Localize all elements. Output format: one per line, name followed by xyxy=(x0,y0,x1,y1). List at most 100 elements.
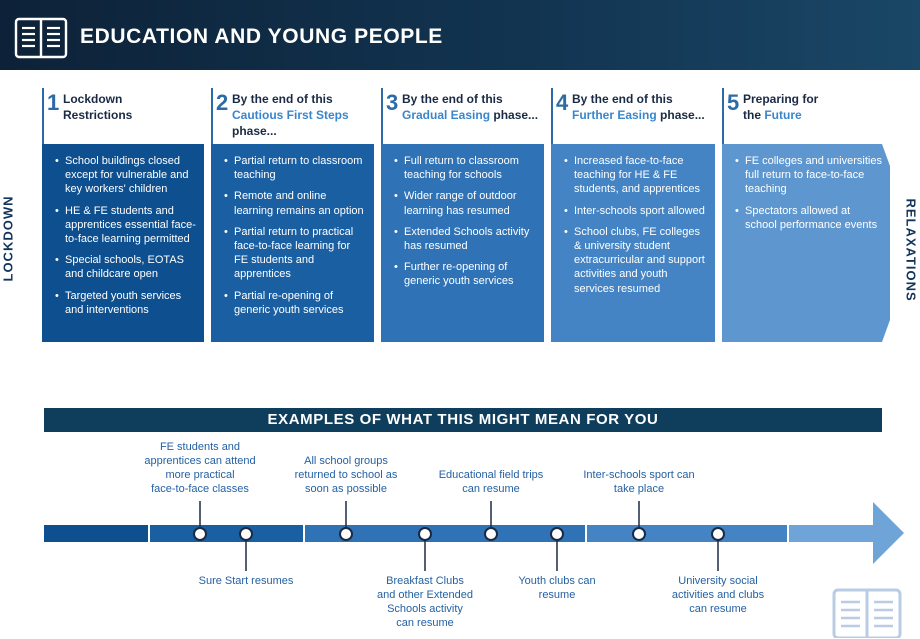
label-line: soon as possible xyxy=(305,483,387,495)
phase-1-box: School buildings closed except for vulne… xyxy=(42,144,204,342)
list-item: Partial return to practical face-to-face… xyxy=(224,225,366,282)
arrow-head xyxy=(873,502,904,564)
timeline-segment xyxy=(305,525,585,542)
label-line: can resume xyxy=(689,603,747,615)
phase-3-box: Full return to classroom teaching for sc… xyxy=(381,144,544,342)
example-above-3: Educational field trips can resume xyxy=(421,468,561,496)
timeline-marker xyxy=(193,527,207,541)
phase-4-list: Increased face-to-face teaching for HE &… xyxy=(551,144,715,296)
label-line: resume xyxy=(538,589,576,601)
phase-3-list: Full return to classroom teaching for sc… xyxy=(381,144,544,289)
label-line: can resume xyxy=(462,483,520,495)
page-title: EDUCATION AND YOUNG PEOPLE xyxy=(80,25,443,48)
list-item: School clubs, FE colleges & university s… xyxy=(564,225,707,296)
list-item: Further re-opening of generic youth serv… xyxy=(394,260,536,288)
timeline-segment xyxy=(150,525,303,542)
heading-line: phase... xyxy=(493,108,539,122)
phase-4-heading: 4 By the end of this Further Easing phas… xyxy=(551,88,715,144)
label-line: Youth clubs can xyxy=(518,575,596,587)
list-item: Remote and online learning remains an op… xyxy=(224,189,366,217)
timeline-marker xyxy=(239,527,253,541)
list-item: Targeted youth services and intervention… xyxy=(55,289,196,317)
label-line: University social xyxy=(678,575,758,587)
label-line: apprentices can attend xyxy=(144,455,256,467)
label-line: All school groups xyxy=(304,455,388,467)
phase-4-box: Increased face-to-face teaching for HE &… xyxy=(551,144,715,342)
timeline-segment xyxy=(587,525,787,542)
label-line: Schools activity xyxy=(387,603,463,615)
list-item: Special schools, EOTAS and childcare ope… xyxy=(55,253,196,281)
label-line: face-to-face classes xyxy=(151,483,249,495)
timeline-marker xyxy=(484,527,498,541)
book-icon xyxy=(14,17,68,59)
header-banner: EDUCATION AND YOUNG PEOPLE xyxy=(0,0,920,70)
phase-2-heading: 2 By the end of this Cautious First Step… xyxy=(211,88,374,144)
timeline-marker xyxy=(418,527,432,541)
heading-line: By the end of this xyxy=(572,92,673,106)
phase-5-box: FE colleges and universities full return… xyxy=(722,144,890,342)
label-line: FE students and xyxy=(159,441,241,453)
example-below-2: Breakfast Clubs and other Extended Schoo… xyxy=(360,574,490,630)
phase-number: 5 xyxy=(727,90,740,115)
label-line: take place xyxy=(613,483,665,495)
phase-heading-text: By the end of this Gradual Easing phase.… xyxy=(402,91,538,123)
timeline-marker xyxy=(339,527,353,541)
phase-heading-text: Lockdown Restrictions xyxy=(63,91,132,123)
heading-line: phase... xyxy=(660,108,705,122)
lockdown-label: LOCKDOWN xyxy=(0,195,16,282)
list-item: Extended Schools activity has resumed xyxy=(394,225,536,253)
label-line: returned to school as xyxy=(294,469,398,481)
phase-1-heading: 1 Lockdown Restrictions xyxy=(42,88,204,144)
timeline-marker xyxy=(550,527,564,541)
list-item: Wider range of outdoor learning has resu… xyxy=(394,189,536,217)
example-above-1: FE students and apprentices can attend m… xyxy=(130,440,270,496)
phase-5-heading: 5 Preparing for the Future xyxy=(722,88,882,144)
phase-name-highlight: Further Easing xyxy=(572,108,657,122)
list-item: Full return to classroom teaching for sc… xyxy=(394,154,536,182)
phase-heading-text: By the end of this Further Easing phase.… xyxy=(572,91,705,123)
heading-line: the xyxy=(743,108,761,122)
phase-name-highlight: Gradual Easing xyxy=(402,108,491,122)
label-line: Sure Start resumes xyxy=(198,575,294,587)
label-line: Inter-schools sport can xyxy=(583,469,695,481)
phase-number: 4 xyxy=(556,90,569,115)
example-below-4: University social activities and clubs c… xyxy=(653,574,783,616)
label-line: more practical xyxy=(165,469,235,481)
label-line: activities and clubs xyxy=(671,589,765,601)
phase-number: 3 xyxy=(386,90,399,115)
list-item: School buildings closed except for vulne… xyxy=(55,154,196,197)
list-item: Increased face-to-face teaching for HE &… xyxy=(564,154,707,197)
list-item: HE & FE students and apprentices essenti… xyxy=(55,204,196,247)
example-below-3: Youth clubs can resume xyxy=(497,574,617,602)
example-below-1: Sure Start resumes xyxy=(181,574,311,588)
label-line: can resume xyxy=(396,617,454,629)
book-watermark-icon xyxy=(832,588,902,638)
phase-heading-text: Preparing for the Future xyxy=(743,91,818,123)
list-item: Partial return to classroom teaching xyxy=(224,154,366,182)
examples-banner: EXAMPLES OF WHAT THIS MIGHT MEAN FOR YOU xyxy=(44,408,882,432)
relaxations-label: RELAXATIONS xyxy=(903,198,919,302)
phase-5-list: FE colleges and universities full return… xyxy=(722,144,890,232)
timeline-segment xyxy=(789,525,873,542)
phase-name-highlight: Cautious First Steps xyxy=(232,108,349,122)
list-item: Partial re-opening of generic youth serv… xyxy=(224,289,366,317)
phase-2-list: Partial return to classroom teaching Rem… xyxy=(211,144,374,317)
heading-line: Lockdown xyxy=(63,92,123,106)
phase-number: 1 xyxy=(47,90,60,115)
label-line: and other Extended xyxy=(376,589,474,601)
heading-line: phase... xyxy=(232,124,277,138)
phase-number: 2 xyxy=(216,90,229,115)
timeline-segment xyxy=(44,525,148,542)
phase-heading-text: By the end of this Cautious First Steps … xyxy=(232,91,349,139)
label-line: Breakfast Clubs xyxy=(386,575,464,587)
list-item: FE colleges and universities full return… xyxy=(735,154,882,197)
example-above-2: All school groups returned to school as … xyxy=(281,454,411,496)
phase-1-list: School buildings closed except for vulne… xyxy=(42,144,204,317)
heading-line: Restrictions xyxy=(63,108,133,122)
phase-name-highlight: Future xyxy=(764,108,802,122)
list-item: Inter-schools sport allowed xyxy=(564,204,707,218)
example-above-4: Inter-schools sport can take place xyxy=(569,468,709,496)
heading-line: By the end of this xyxy=(402,92,503,106)
heading-line: By the end of this xyxy=(232,92,333,106)
list-item: Spectators allowed at school performance… xyxy=(735,204,882,232)
